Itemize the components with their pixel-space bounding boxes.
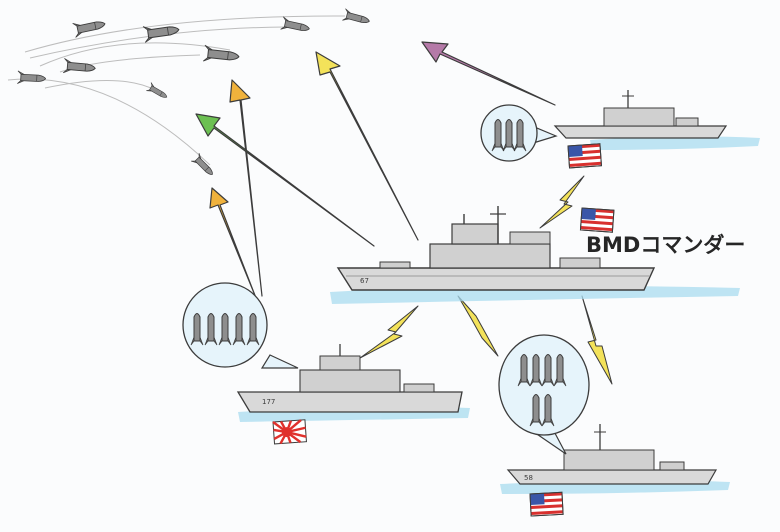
us-flag-icon [579,207,615,233]
bubble-lower-left [182,282,299,369]
destroyer-lower-left: 177 [236,344,463,413]
intercept-arrows [195,41,556,299]
hull-number: 67 [360,277,369,285]
arrow-orange-2 [209,187,257,299]
us-flag-icon [529,491,564,517]
missile-icon [145,82,170,102]
sea [238,136,760,494]
destroyer-lower-right: 58 [506,424,718,485]
datalink-lower-left [359,305,419,359]
us-flag-icon [567,143,602,169]
missile-icon [190,152,217,179]
missile-icon [62,57,97,76]
hull-number: 58 [524,474,533,482]
missile-icon [342,8,372,28]
missile-trails [7,15,346,166]
cruiser-ship: 67 [336,206,656,291]
datalink-lower-right [581,295,613,385]
incoming-missiles [16,8,372,179]
arrow-purple-1 [421,41,556,106]
destroyer-upper-right [553,90,728,139]
bubble-upper-right [480,104,558,162]
japan-flag-icon [271,418,308,446]
arrow-yellow-1 [315,51,419,241]
datalink-upper-right [539,175,585,229]
missile-icon [280,16,312,36]
datalinks [359,175,613,385]
arrow-orange-1 [229,79,263,297]
hull-number: 177 [262,398,275,406]
datalink-center-down [457,295,499,357]
bubble-lower-right [498,334,590,455]
missile-icon [16,70,47,86]
arrow-green-1 [195,113,375,247]
commander-label: BMDコマンダー [586,233,745,257]
